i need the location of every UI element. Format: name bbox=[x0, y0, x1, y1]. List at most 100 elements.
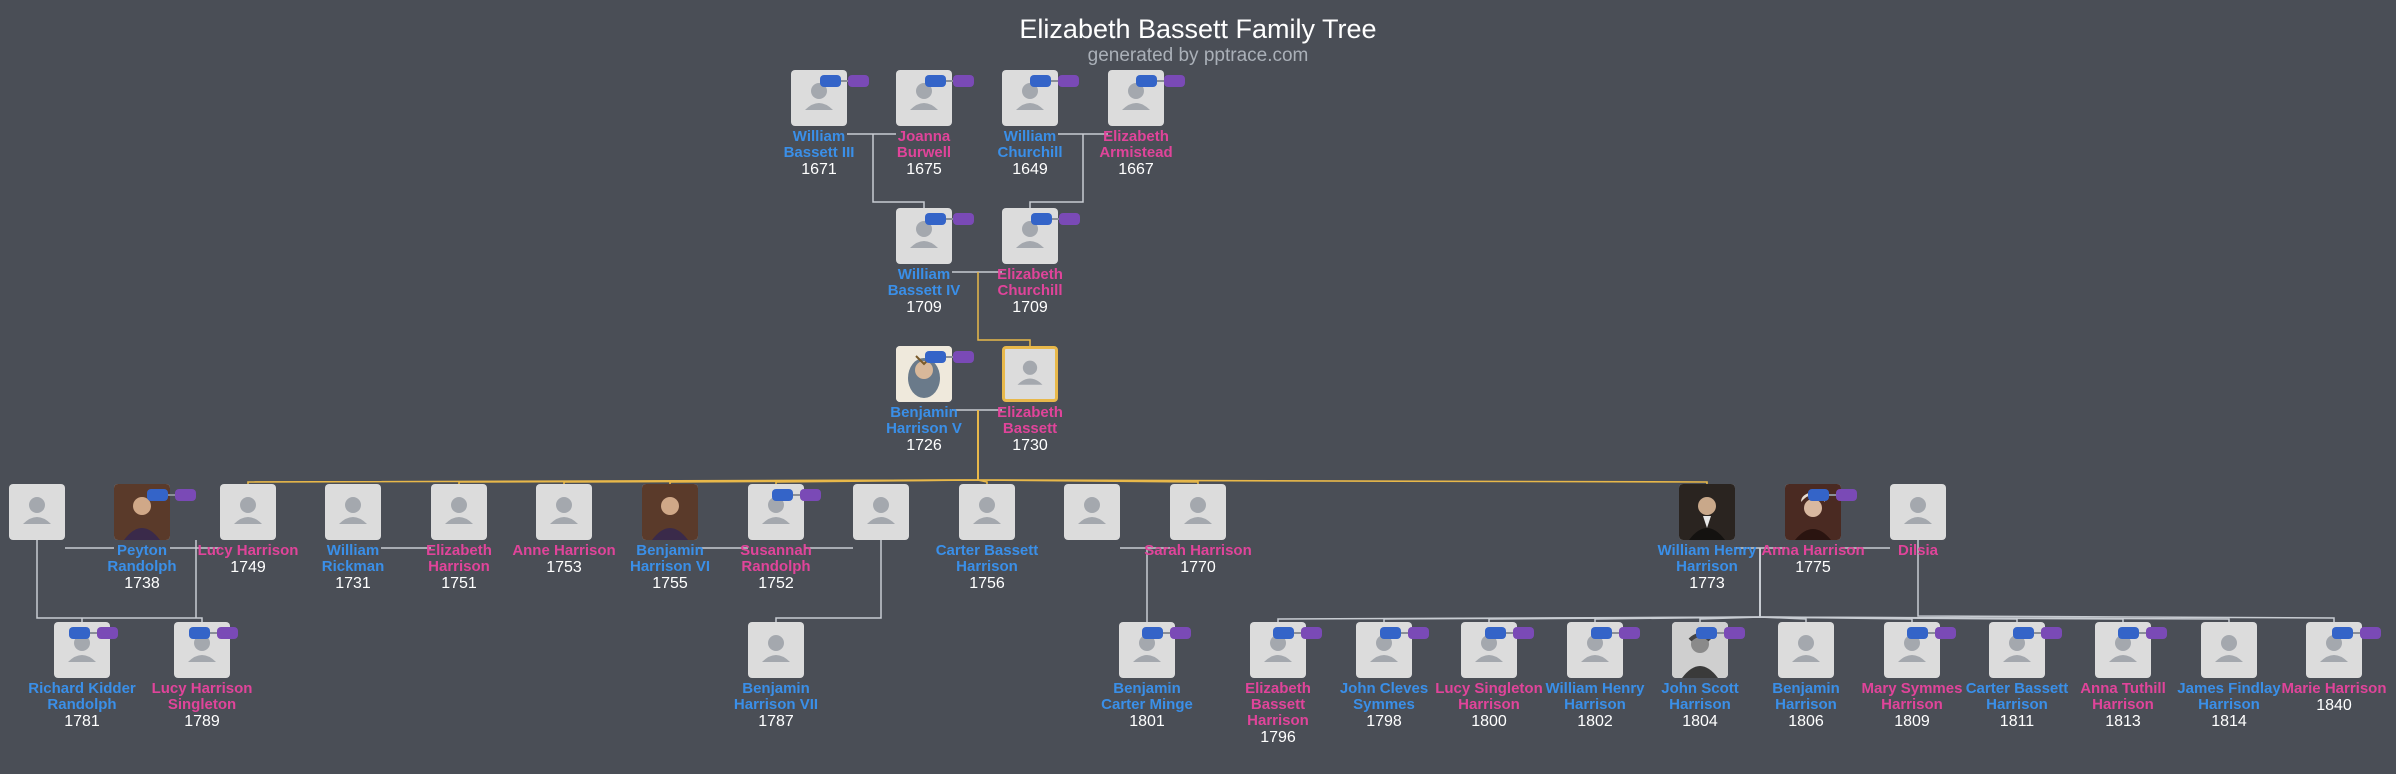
expand-spouses-toggle[interactable] bbox=[2146, 627, 2167, 639]
expand-toggle-pair[interactable] bbox=[2332, 627, 2382, 639]
person-name[interactable]: Richard Kidder Randolph bbox=[28, 680, 136, 713]
person-photo[interactable] bbox=[1002, 346, 1058, 402]
expand-parents-toggle[interactable] bbox=[1142, 627, 1163, 639]
expand-toggle-pair[interactable] bbox=[1696, 627, 1746, 639]
person-photo[interactable] bbox=[2201, 622, 2257, 678]
expand-spouses-toggle[interactable] bbox=[1301, 627, 1322, 639]
person-photo[interactable] bbox=[431, 484, 487, 540]
expand-parents-toggle[interactable] bbox=[820, 75, 841, 87]
person-name[interactable]: William Churchill bbox=[997, 128, 1063, 161]
person-name[interactable]: Elizabeth Bassett Harrison bbox=[1245, 680, 1311, 729]
expand-toggle-pair[interactable] bbox=[1030, 75, 1080, 87]
expand-toggle-pair[interactable] bbox=[1907, 627, 1957, 639]
expand-parents-toggle[interactable] bbox=[2118, 627, 2139, 639]
person-name[interactable]: Dilsia bbox=[1897, 542, 1939, 559]
expand-parents-toggle[interactable] bbox=[1485, 627, 1506, 639]
person-name[interactable]: Joanna Burwell bbox=[896, 128, 952, 161]
person-name[interactable]: Benjamin Carter Minge bbox=[1101, 680, 1193, 713]
person-name[interactable]: Elizabeth Armistead bbox=[1099, 128, 1173, 161]
person-name[interactable]: Benjamin Harrison V bbox=[886, 404, 962, 437]
person-card[interactable] bbox=[0, 484, 92, 543]
person-name[interactable]: Anne Harrison bbox=[512, 542, 616, 559]
person-name[interactable]: Elizabeth Churchill bbox=[997, 266, 1063, 299]
person-photo[interactable] bbox=[9, 484, 65, 540]
expand-spouses-toggle[interactable] bbox=[848, 75, 869, 87]
expand-spouses-toggle[interactable] bbox=[1059, 213, 1080, 225]
expand-parents-toggle[interactable] bbox=[69, 627, 90, 639]
person-name[interactable]: Anna Tuthill Harrison bbox=[2080, 680, 2166, 713]
person-photo[interactable] bbox=[642, 484, 698, 540]
expand-parents-toggle[interactable] bbox=[1030, 75, 1051, 87]
person-name[interactable]: William Rickman bbox=[321, 542, 385, 575]
person-name[interactable]: John Cleves Symmes bbox=[1339, 680, 1429, 713]
person-card[interactable]: Dilsia bbox=[1863, 484, 1973, 559]
expand-spouses-toggle[interactable] bbox=[953, 213, 974, 225]
expand-spouses-toggle[interactable] bbox=[1724, 627, 1745, 639]
person-name[interactable]: William Bassett IV bbox=[887, 266, 961, 299]
expand-spouses-toggle[interactable] bbox=[1619, 627, 1640, 639]
person-photo[interactable] bbox=[536, 484, 592, 540]
expand-toggle-pair[interactable] bbox=[1142, 627, 1192, 639]
person-name[interactable]: Benjamin Harrison bbox=[1772, 680, 1840, 713]
expand-toggle-pair[interactable] bbox=[69, 627, 119, 639]
person-name[interactable]: Carter Bassett Harrison bbox=[935, 542, 1039, 575]
expand-toggle-pair[interactable] bbox=[2118, 627, 2168, 639]
person-name[interactable]: William Henry Harrison bbox=[1657, 542, 1757, 575]
person-name[interactable]: Elizabeth Harrison bbox=[426, 542, 492, 575]
person-photo[interactable] bbox=[959, 484, 1015, 540]
person-name[interactable]: Benjamin Harrison VI bbox=[629, 542, 711, 575]
person-name[interactable]: Lucy Harrison bbox=[197, 542, 299, 559]
person-name[interactable]: Elizabeth Bassett bbox=[997, 404, 1063, 437]
expand-toggle-pair[interactable] bbox=[772, 489, 822, 501]
expand-toggle-pair[interactable] bbox=[925, 351, 975, 363]
person-name[interactable]: Susannah Randolph bbox=[740, 542, 812, 575]
expand-spouses-toggle[interactable] bbox=[1408, 627, 1429, 639]
expand-toggle-pair[interactable] bbox=[1031, 213, 1081, 225]
expand-spouses-toggle[interactable] bbox=[1513, 627, 1534, 639]
expand-spouses-toggle[interactable] bbox=[1058, 75, 1079, 87]
person-name[interactable]: Carter Bassett Harrison bbox=[1965, 680, 2069, 713]
expand-spouses-toggle[interactable] bbox=[1164, 75, 1185, 87]
person-photo[interactable] bbox=[1890, 484, 1946, 540]
person-card[interactable] bbox=[1037, 484, 1147, 543]
person-name[interactable]: Mary Symmes Harrison bbox=[1861, 680, 1963, 713]
expand-parents-toggle[interactable] bbox=[1808, 489, 1829, 501]
person-photo[interactable] bbox=[220, 484, 276, 540]
expand-parents-toggle[interactable] bbox=[1380, 627, 1401, 639]
person-name[interactable]: Peyton Randolph bbox=[107, 542, 177, 575]
expand-parents-toggle[interactable] bbox=[1031, 213, 1052, 225]
person-photo[interactable] bbox=[1778, 622, 1834, 678]
person-name[interactable]: Lucy Harrison Singleton bbox=[151, 680, 253, 713]
expand-parents-toggle[interactable] bbox=[2013, 627, 2034, 639]
person-name[interactable]: Anna Harrison bbox=[1761, 542, 1865, 559]
expand-parents-toggle[interactable] bbox=[1273, 627, 1294, 639]
expand-toggle-pair[interactable] bbox=[1136, 75, 1186, 87]
expand-parents-toggle[interactable] bbox=[1696, 627, 1717, 639]
expand-spouses-toggle[interactable] bbox=[1170, 627, 1191, 639]
expand-toggle-pair[interactable] bbox=[925, 75, 975, 87]
person-card[interactable] bbox=[826, 484, 936, 543]
expand-toggle-pair[interactable] bbox=[189, 627, 239, 639]
person-photo[interactable] bbox=[1461, 622, 1517, 678]
person-photo[interactable] bbox=[748, 622, 804, 678]
expand-parents-toggle[interactable] bbox=[1591, 627, 1612, 639]
expand-toggle-pair[interactable] bbox=[1485, 627, 1535, 639]
